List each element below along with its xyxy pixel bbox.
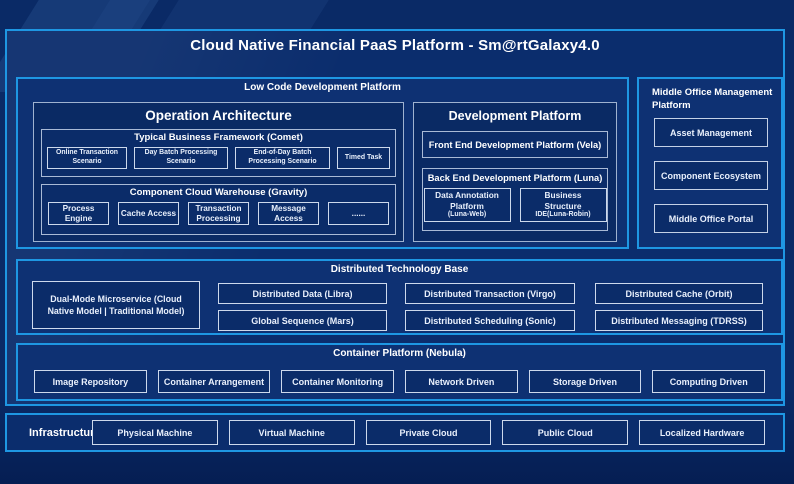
business-structure-line2: Structure [544, 200, 582, 211]
box-distributed-transaction-virgo: Distributed Transaction (Virgo) [405, 283, 575, 304]
box-private-cloud: Private Cloud [365, 420, 492, 445]
box-public-cloud: Public Cloud [502, 420, 629, 445]
box-image-repository: Image Repository [34, 370, 147, 393]
box-dual-mode-microservice: Dual-Mode Microservice (Cloud Native Mod… [32, 281, 200, 329]
section-low-code-development-platform: Low Code Development Platform Operation … [16, 77, 629, 249]
distributed-column-3: Distributed Cache (Orbit) Distributed Me… [595, 283, 763, 331]
container-items-row: Image Repository Container Arrangement C… [34, 370, 766, 393]
box-online-transaction-scenario: Online Transaction Scenario [47, 147, 127, 169]
box-container-monitoring: Container Monitoring [281, 370, 395, 393]
gravity-title: Component Cloud Warehouse (Gravity) [129, 187, 308, 198]
back-end-items-row: Data Annotation Platform (Luna-Web) Busi… [423, 188, 607, 222]
box-end-of-day-batch-processing-scenario: End-of-Day Batch Processing Scenario [235, 147, 330, 169]
section-infrastructure: Infrastructure Physical Machine Virtual … [5, 413, 785, 452]
middle-office-section-title: Middle Office Management Platform [652, 87, 773, 111]
page-title: Cloud Native Financial PaaS Platform - S… [190, 37, 600, 54]
box-ellipsis: ...... [328, 202, 389, 225]
box-distributed-data-libra: Distributed Data (Libra) [218, 283, 387, 304]
box-storage-driven: Storage Driven [528, 370, 642, 393]
box-message-access: Message Access [258, 202, 319, 225]
box-asset-management: Asset Management [654, 118, 768, 147]
data-annotation-line1: Data Annotation [435, 190, 499, 201]
box-business-structure-ide-luna-robin: Business Structure IDE(Luna-Robin) [519, 188, 607, 222]
box-physical-machine: Physical Machine [92, 420, 218, 445]
data-annotation-line2: Platform [450, 200, 484, 211]
box-distributed-scheduling-sonic: Distributed Scheduling (Sonic) [405, 310, 575, 331]
main-panel: Cloud Native Financial PaaS Platform - S… [5, 29, 785, 406]
box-global-sequence-mars: Global Sequence (Mars) [218, 310, 387, 331]
box-network-driven: Network Driven [405, 370, 518, 393]
box-localized-hardware: Localized Hardware [639, 420, 765, 445]
data-annotation-line3: (Luna-Web) [447, 210, 487, 218]
business-structure-line3: IDE(Luna-Robin) [535, 210, 591, 218]
operation-architecture-box: Operation Architecture Typical Business … [33, 102, 404, 242]
section-distributed-technology-base: Distributed Technology Base Dual-Mode Mi… [16, 259, 783, 335]
box-cache-access: Cache Access [118, 202, 179, 225]
box-distributed-cache-orbit: Distributed Cache (Orbit) [595, 283, 763, 304]
box-virtual-machine: Virtual Machine [228, 420, 355, 445]
component-cloud-warehouse-gravity-box: Component Cloud Warehouse (Gravity) Proc… [41, 184, 396, 235]
comet-items-row: Online Transaction Scenario Day Batch Pr… [42, 143, 395, 169]
box-process-engine: Process Engine [48, 202, 109, 225]
box-timed-task: Timed Task [337, 147, 390, 169]
box-component-ecosystem: Component Ecosystem [654, 161, 768, 190]
box-distributed-messaging-tdrss: Distributed Messaging (TDRSS) [595, 310, 763, 331]
box-container-arrangement: Container Arrangement [157, 370, 271, 393]
box-transaction-processing: Transaction Processing [188, 202, 249, 225]
operation-architecture-title: Operation Architecture [145, 108, 292, 123]
comet-title: Typical Business Framework (Comet) [134, 132, 303, 143]
development-platform-title: Development Platform [448, 109, 582, 123]
development-platform-box: Development Platform Front End Developme… [413, 102, 617, 242]
distributed-column-1: Distributed Data (Libra) Global Sequence… [218, 283, 387, 331]
low-code-section-title: Low Code Development Platform [244, 82, 401, 93]
box-front-end-development-platform-vela: Front End Development Platform (Vela) [422, 131, 608, 158]
typical-business-framework-comet-box: Typical Business Framework (Comet) Onlin… [41, 129, 396, 177]
distributed-section-title: Distributed Technology Base [330, 264, 469, 275]
box-data-annotation-platform-luna-web: Data Annotation Platform (Luna-Web) [423, 188, 511, 222]
back-end-title: Back End Development Platform (Luna) [427, 173, 603, 183]
business-structure-line1: Business [544, 190, 582, 201]
container-section-title: Container Platform (Nebula) [333, 348, 466, 359]
box-day-batch-processing-scenario: Day Batch Processing Scenario [134, 147, 228, 169]
box-middle-office-portal: Middle Office Portal [654, 204, 768, 233]
back-end-development-platform-luna-box: Back End Development Platform (Luna) Dat… [422, 168, 608, 231]
distributed-column-2: Distributed Transaction (Virgo) Distribu… [405, 283, 575, 331]
gravity-items-row: Process Engine Cache Access Transaction … [42, 198, 395, 225]
infrastructure-items-row: Physical Machine Virtual Machine Private… [92, 420, 765, 445]
section-container-platform-nebula: Container Platform (Nebula) Image Reposi… [16, 343, 783, 401]
section-middle-office-management-platform: Middle Office Management Platform Asset … [637, 77, 783, 249]
box-computing-driven: Computing Driven [652, 370, 766, 393]
infrastructure-label: Infrastructure [29, 426, 101, 439]
